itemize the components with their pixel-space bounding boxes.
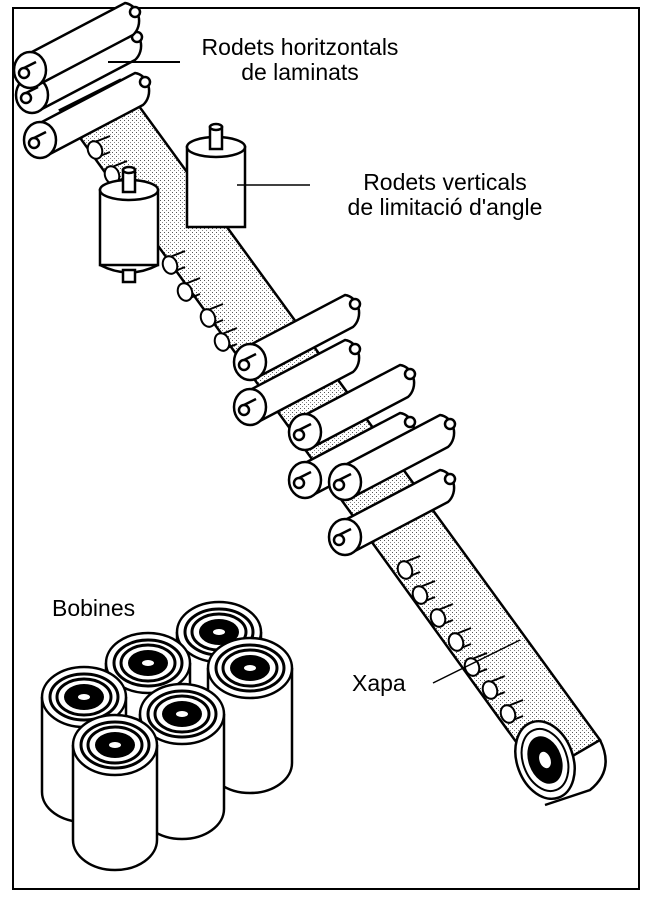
support-roller xyxy=(213,327,238,352)
support-roller xyxy=(199,303,224,328)
coil xyxy=(71,713,159,872)
horizontal-roller xyxy=(287,363,417,452)
horizontal-roller xyxy=(232,293,362,382)
label-horizontal-rollers-line2: de laminats xyxy=(241,59,359,85)
support-roller xyxy=(481,675,506,700)
support-roller xyxy=(447,627,472,652)
horizontal-rollers xyxy=(12,1,457,557)
support-roller xyxy=(161,250,186,275)
horizontal-roller xyxy=(327,468,457,557)
support-roller xyxy=(176,277,201,302)
label-vertical-rollers-line2: de limitació d'angle xyxy=(347,194,543,220)
figure-frame xyxy=(12,7,640,890)
coils-group xyxy=(40,600,294,872)
coil xyxy=(138,682,226,841)
sheet-end-curve xyxy=(544,739,607,807)
label-sheet: Xapa xyxy=(352,670,406,696)
coil xyxy=(206,636,294,795)
support-roller xyxy=(396,555,421,580)
support-roller xyxy=(411,580,436,605)
label-vertical-rollers: Rodets verticals de limitació d'angle xyxy=(310,170,580,220)
vertical-roller-left xyxy=(98,165,160,284)
leader-sheet xyxy=(432,639,521,684)
support-roller xyxy=(86,135,111,160)
support-roller xyxy=(499,699,524,724)
label-coils: Bobines xyxy=(52,595,136,621)
horizontal-roller xyxy=(232,338,362,427)
horizontal-roller xyxy=(12,1,142,90)
horizontal-roller xyxy=(22,71,152,160)
vertical-roller-right xyxy=(185,122,247,229)
label-horizontal-rollers-line1: Rodets horitzontals xyxy=(201,34,399,60)
label-horizontal-rollers: Rodets horitzontals de laminats xyxy=(180,35,420,85)
support-roller xyxy=(429,603,454,628)
horizontal-roller xyxy=(327,413,457,502)
label-vertical-rollers-line1: Rodets verticals xyxy=(363,169,527,195)
sheet-coil-end xyxy=(514,719,576,801)
